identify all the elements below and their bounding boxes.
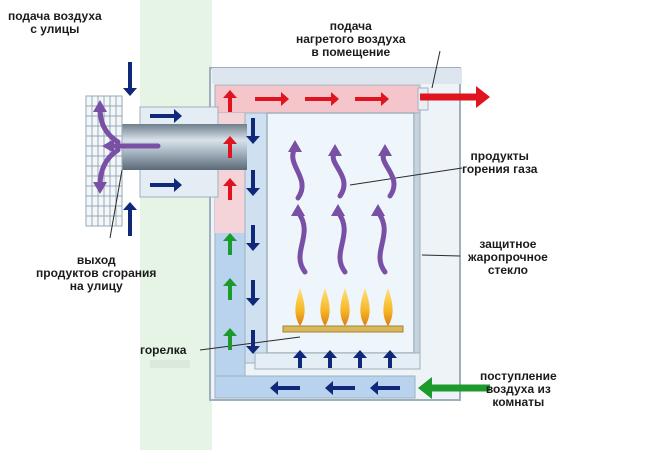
flame-5 (383, 288, 393, 326)
flue-arrow-1 (246, 118, 260, 144)
bottom-left-arrow-1 (270, 381, 300, 395)
combustion-chamber (266, 112, 415, 354)
bottom-left-arrow-3 (370, 381, 400, 395)
leader-combustion (349, 167, 463, 186)
hot-right-arrow-1 (255, 92, 289, 106)
leader-glass (421, 254, 461, 257)
chamber-bottom (254, 352, 421, 370)
exhaust-arrow-up (97, 105, 121, 145)
flue-arrow-2 (246, 170, 260, 196)
protective-glass (413, 112, 421, 354)
room-up-arrow-1 (223, 233, 237, 255)
wall-mark (150, 360, 190, 368)
room-intake-arrow (418, 377, 490, 399)
hot-right-arrow-3 (355, 92, 389, 106)
label-protective-glass: защитное жаропрочное стекло (468, 237, 548, 277)
combustion-flow-arrows (97, 105, 397, 275)
chamber-up-arrow-1 (293, 350, 307, 368)
chamber-up-arrow-3 (353, 350, 367, 368)
flame-4 (360, 288, 370, 326)
hot-up-arrow-1 (223, 90, 237, 112)
exhaust-arrow-down (97, 147, 121, 189)
leader-burner (199, 336, 301, 351)
hot-up-arrow-2 (223, 136, 237, 158)
room-up-arrow-2 (223, 278, 237, 300)
flame-2 (320, 288, 330, 326)
wall (140, 0, 212, 450)
flame-1 (295, 288, 305, 326)
flue-arrow-3 (246, 225, 260, 251)
chamber-up-arrow-4 (383, 350, 397, 368)
label-gas-combustion-products: продукты горения газа (462, 149, 538, 176)
combustion-arrow-4 (290, 145, 305, 201)
housing-top (212, 68, 462, 84)
bottom-air-channel (214, 375, 416, 399)
chamber-up-arrow-2 (323, 350, 337, 368)
label-burner: горелка (140, 343, 187, 357)
burner-flames (295, 288, 393, 326)
combustion-arrow-3 (375, 209, 388, 275)
flame-3 (340, 288, 350, 326)
combustion-arrow-2 (335, 209, 348, 275)
label-heated-air-output: подача нагретого воздуха в помещение (296, 19, 406, 59)
intake-arrow-bottom (150, 178, 182, 192)
intake-arrow-top (150, 109, 182, 123)
label-exhaust-outside: выход продуктов сгорания на улицу (36, 253, 157, 293)
room-up-arrow-3 (223, 328, 237, 350)
leader-exhaust (109, 169, 123, 239)
airflow-arrows (93, 62, 490, 399)
street-air-arrow-down (123, 62, 137, 96)
flue-channel (244, 112, 268, 364)
combustion-arrow-6 (380, 149, 397, 199)
label-room-air-intake: поступление воздуха из комнаты (480, 369, 557, 409)
leader-heated (431, 50, 441, 89)
burner-bar (282, 325, 404, 333)
hot-up-arrow-3 (223, 178, 237, 200)
hot-right-arrow-2 (305, 92, 339, 106)
flue-arrow-5 (246, 330, 260, 354)
bottom-left-arrow-2 (325, 381, 355, 395)
hot-output-arrow (420, 86, 490, 108)
combustion-arrow-1 (295, 209, 308, 275)
flue-arrow-4 (246, 280, 260, 306)
leader-lines (109, 50, 463, 351)
street-air-arrow-up (123, 202, 137, 236)
label-street-air-intake: подача воздуха с улицы (8, 9, 102, 36)
combustion-arrow-5 (330, 149, 347, 199)
